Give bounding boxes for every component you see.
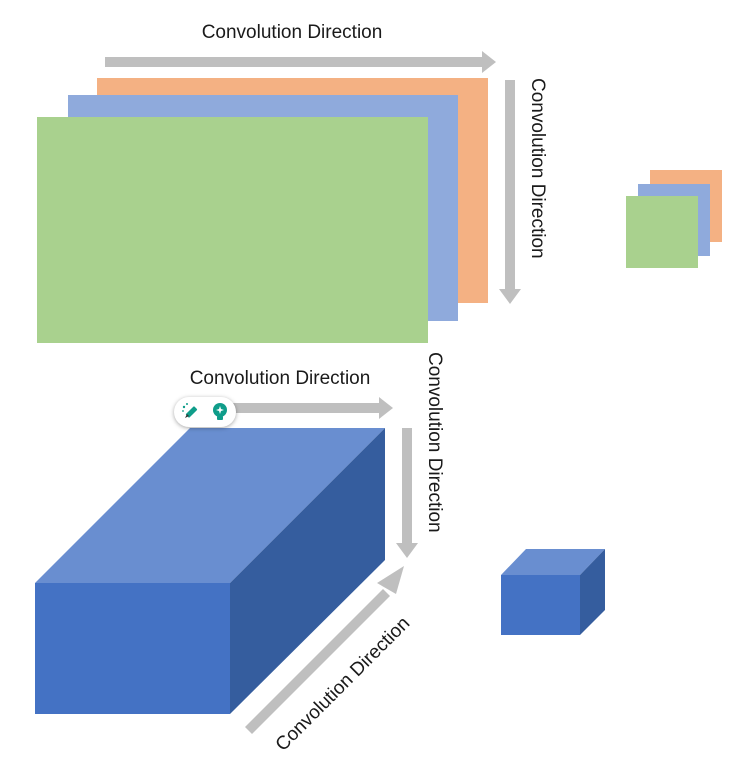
feature-volume-small xyxy=(501,549,605,635)
box-side-face xyxy=(230,428,385,714)
ideas-button[interactable] xyxy=(208,400,232,424)
arrow-bottom-diagonal xyxy=(245,566,404,734)
label-bottom-vertical: Convolution Direction xyxy=(424,352,445,533)
feature-volume-large xyxy=(35,428,385,714)
green-layer-large xyxy=(37,117,428,343)
arrow-top-horizontal xyxy=(105,51,496,73)
cube-front-face xyxy=(501,575,580,635)
label-top-vertical: Convolution Direction xyxy=(527,78,548,259)
label-bottom-horizontal: Convolution Direction xyxy=(190,368,371,389)
box-front-face xyxy=(35,583,230,714)
cube-top-face xyxy=(501,549,605,575)
label-top-horizontal: Convolution Direction xyxy=(202,22,383,43)
magic-pencil-icon xyxy=(181,403,197,418)
lightbulb-icon xyxy=(212,403,227,420)
cube-side-face xyxy=(580,549,605,635)
layer-stack-small xyxy=(626,170,722,268)
floating-toolbar xyxy=(174,397,236,427)
box-top-face xyxy=(35,428,385,583)
designer-button[interactable] xyxy=(179,400,203,424)
arrow-bottom-horizontal xyxy=(230,397,393,419)
arrow-bottom-vertical xyxy=(396,428,418,558)
green-layer-small xyxy=(626,196,698,268)
arrow-top-vertical xyxy=(499,80,521,304)
layer-stack-large xyxy=(37,78,488,343)
